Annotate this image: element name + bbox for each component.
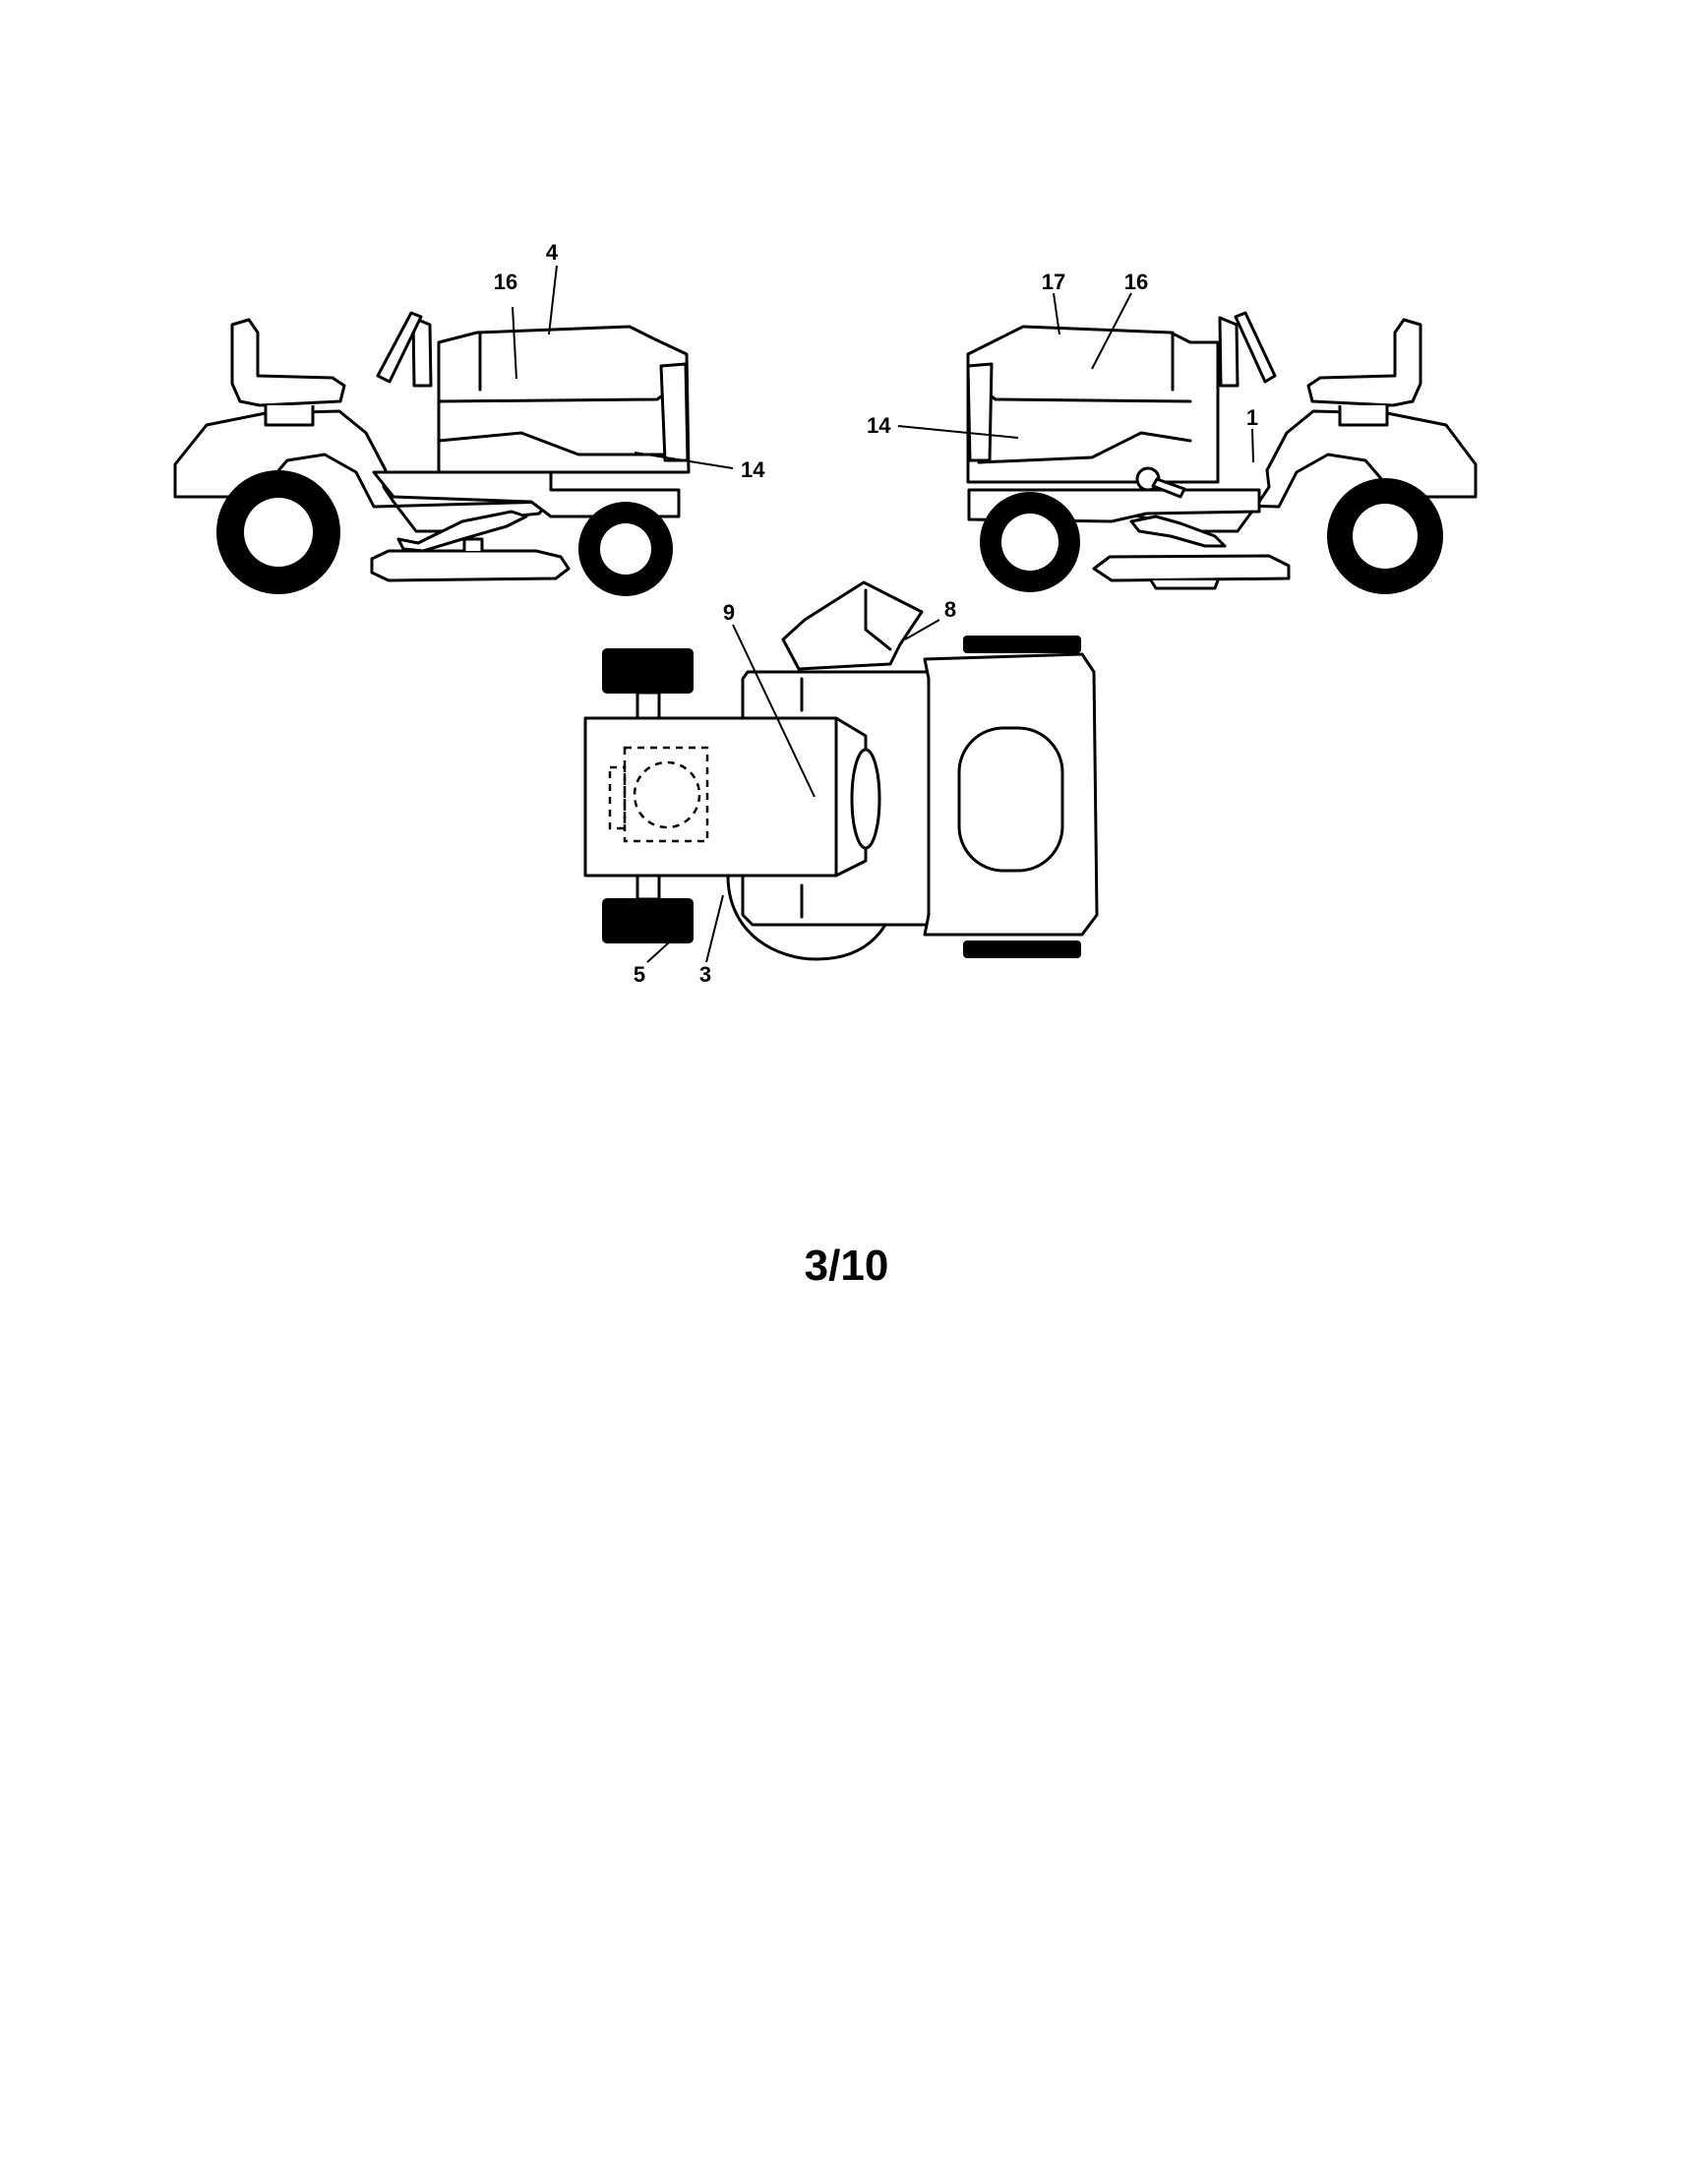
callout-right-1: 1 xyxy=(1246,405,1258,430)
callout-left-4: 4 xyxy=(546,240,559,265)
tractor-left-side-view xyxy=(173,265,734,596)
callout-top-5: 5 xyxy=(634,962,645,987)
callout-top-9: 9 xyxy=(723,600,735,625)
callout-right-16: 16 xyxy=(1124,270,1148,294)
callout-right-14: 14 xyxy=(867,413,891,438)
callout-top-3: 3 xyxy=(699,962,711,987)
callout-top-8: 8 xyxy=(944,597,956,622)
callout-left-16: 16 xyxy=(494,270,517,294)
callout-left-14: 14 xyxy=(741,457,765,482)
callout-right-17: 17 xyxy=(1042,270,1065,294)
page-number: 3/10 xyxy=(804,1242,889,1290)
tractor-right-side-view xyxy=(897,292,1478,594)
tractor-top-view xyxy=(583,580,1099,963)
